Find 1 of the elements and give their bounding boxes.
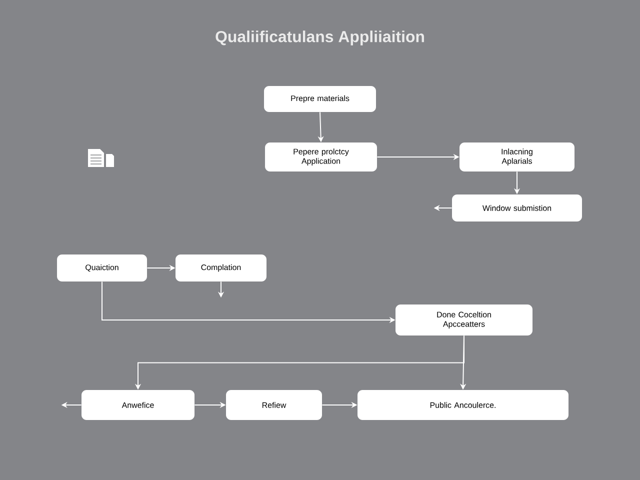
title: Qualiificatulans Appliiaition [216, 30, 424, 46]
